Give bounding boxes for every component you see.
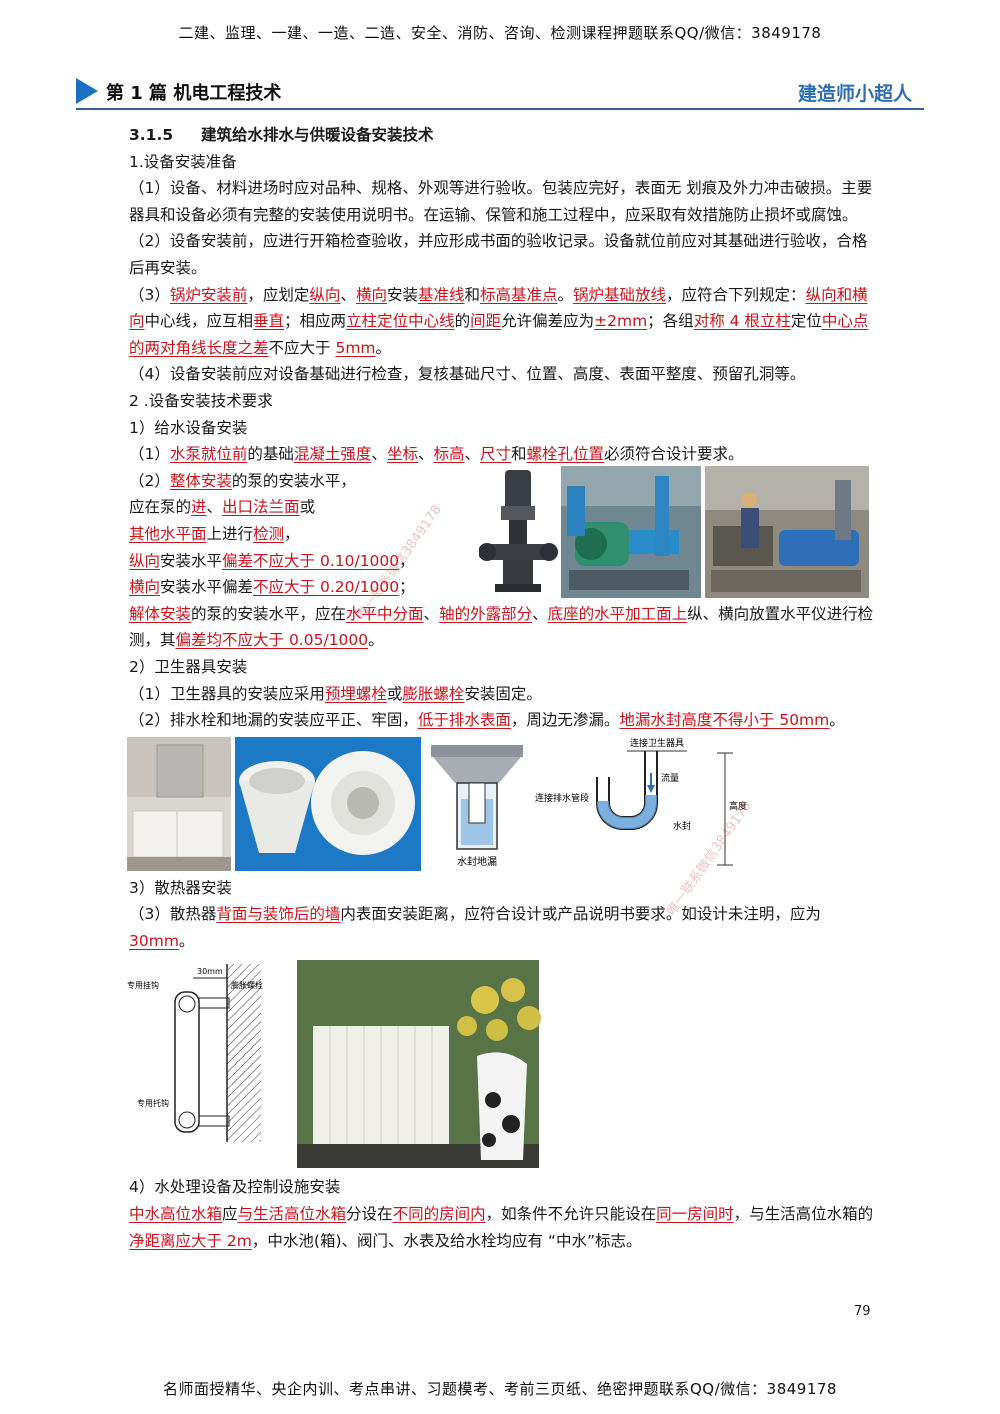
- sanitary-item-1: （1）卫生器具的安装应采用预埋螺栓或膨胀螺栓安装固定。: [129, 684, 542, 703]
- drain-figure-strip: 水封地漏 连接卫生器具 连接排水管段 流量 水封 高度: [127, 736, 747, 871]
- chapter-title: 第 1 篇 机电工程技术: [106, 83, 282, 104]
- radiator-item: （3）散热器背面与装饰后的墙内表面安装距离，应符合设计或产品说明书要求。如设计未…: [129, 905, 821, 950]
- pump-item-disassembled: 解体安装的泵的安装水平，应在水平中分面、轴的外露部分、底座的水平加工面上纵、横向…: [129, 604, 874, 650]
- paragraph-2: （2）设备安装前，应进行开箱检查验收，并应形成书面的验收记录。设备就位前应对其基…: [129, 232, 868, 277]
- pump-line-5: 横向安装水平偏差不应大于 0.20/1000；: [129, 578, 415, 597]
- paragraph-3: （3）锅炉安装前，应划定纵向、横向安装基准线和标高基准点。锅炉基础放线，应符合下…: [129, 285, 869, 357]
- subheading-2: 2 .设备安装技术要求: [129, 391, 273, 410]
- support-label: 专用托钩: [137, 1098, 169, 1108]
- radiator-figures: 专用挂钩 膨胀螺栓 30mm 专用托钩: [127, 960, 874, 1169]
- paragraph-1: （1）设备、材料进场时应对品种、规格、外观等进行验收。包装应完好，表面无 划痕及…: [129, 179, 873, 224]
- drain-caption: 水封地漏: [457, 855, 497, 868]
- subheading-2-1: 1）给水设备安装: [129, 418, 248, 437]
- trap-left-label: 连接排水管段: [535, 792, 589, 804]
- top-banner: 二建、监理、一建、一造、二造、安全、消防、咨询、检测课程押题联系QQ/微信：38…: [178, 24, 822, 42]
- arrow-icon: [76, 78, 98, 104]
- subheading-2-4: 4）水处理设备及控制设施安装: [129, 1178, 341, 1197]
- pump-photos: [478, 465, 869, 598]
- bolt-label: 膨胀螺栓: [231, 980, 263, 990]
- bottom-banner: 名师面授精华、央企内训、考点串讲、习题模考、考前三页纸、绝密押题联系QQ/微信：…: [163, 1380, 837, 1398]
- radiator-figure-strip: 专用挂钩 膨胀螺栓 30mm 专用托钩: [127, 960, 541, 1169]
- pump-line-2: 应在泵的进、出口法兰面或: [129, 498, 316, 517]
- chapter-header: 第 1 篇 机电工程技术 建造师小超人: [76, 74, 924, 110]
- pump-line-3: 其他水平面上进行检测，: [129, 524, 300, 543]
- height-label: 高度: [729, 800, 747, 812]
- sanitary-item-2: （2）排水栓和地漏的安装应平正、牢固，低于排水表面，周边无渗漏。地漏水封高度不得…: [129, 711, 845, 730]
- drain-figures: 水封地漏 连接卫生器具 连接排水管段 流量 水封 高度: [127, 736, 874, 871]
- page-number: 79: [854, 1304, 871, 1319]
- pump-block: （2）整体安装的泵的安装水平， 应在泵的进、出口法兰面或 其他水平面上进行检测，…: [129, 465, 874, 601]
- subheading-1: 1.设备安装准备: [129, 152, 237, 171]
- flow-label: 流量: [661, 772, 679, 784]
- pump-photo-strip: [478, 465, 869, 598]
- brand-name: 建造师小超人: [797, 83, 912, 105]
- seal-label: 水封: [673, 820, 691, 832]
- water-treatment-item: 中水高位水箱应与生活高位水箱分设在不同的房间内，如条件不允许只能设在同一房间时，…: [129, 1205, 874, 1250]
- paragraph-4: （4）设备安装前应对设备基础进行检查，复核基础尺寸、位置、高度、表面平整度、预留…: [129, 365, 806, 384]
- subheading-2-2: 2）卫生器具安装: [129, 657, 248, 676]
- pump-line-1: （2）整体安装的泵的安装水平，: [129, 471, 356, 490]
- subheading-2-3: 3）散热器安装: [129, 878, 232, 897]
- hook-label: 专用挂钩: [127, 980, 159, 990]
- radiator-photo: [313, 1026, 449, 1145]
- trap-top-label: 连接卫生器具: [630, 737, 684, 749]
- pump-line-4: 纵向安装水平偏差不应大于 0.10/1000，: [129, 551, 415, 570]
- pump-item-1: （1）水泵就位前的基础混凝土强度、坐标、标高、尺寸和螺栓孔位置必须符合设计要求。: [129, 445, 744, 464]
- dim-label: 30mm: [197, 967, 223, 976]
